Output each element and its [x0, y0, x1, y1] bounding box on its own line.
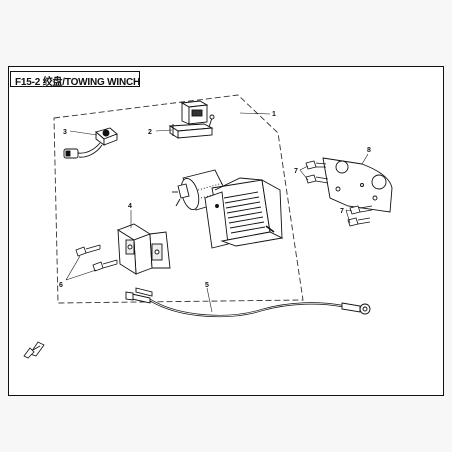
power-cable-part — [125, 287, 371, 318]
leader-5 — [206, 287, 213, 313]
callout-3: 3 — [63, 129, 67, 136]
leader-3 — [69, 130, 98, 136]
leader-7a — [299, 165, 309, 171]
drum-coils — [223, 191, 266, 234]
callout-2: 2 — [148, 129, 152, 136]
bracket-bolts-part — [75, 244, 118, 272]
assembly-dashed-outline — [53, 94, 304, 304]
callout-6: 6 — [59, 282, 63, 289]
callout-1: 1 — [272, 111, 276, 118]
callout-4: 4 — [128, 203, 132, 210]
leader-1 — [239, 112, 271, 115]
bolt-plate-1 — [305, 160, 327, 170]
bolt-plate-4 — [347, 217, 371, 227]
title-box — [10, 71, 140, 87]
leader-6a — [65, 255, 81, 281]
leader-8 — [361, 153, 369, 165]
callout-8: 8 — [367, 147, 371, 154]
bolt-lower — [92, 259, 118, 272]
mount-plate-part — [322, 157, 393, 213]
leader-7d — [345, 209, 351, 224]
callout-7a: 7 — [294, 168, 298, 175]
plate-bolts-part — [305, 160, 373, 227]
diagram-title: F15-2 绞盘/TOWING WINCH — [15, 77, 141, 88]
winch-switch-part — [63, 127, 118, 159]
leader-6b — [65, 269, 97, 281]
corner-logo-icon — [23, 341, 45, 359]
winch-assembly-part — [172, 169, 284, 249]
bolt-plate-2 — [305, 174, 329, 184]
callout-7b: 7 — [340, 208, 344, 215]
leader-7c — [345, 209, 353, 212]
bolt-plate-3 — [349, 205, 373, 215]
leader-7b — [299, 169, 309, 181]
bolt-upper — [75, 244, 101, 257]
callout-5: 5 — [205, 282, 209, 289]
mounting-bracket-part — [116, 223, 171, 275]
leader-2 — [155, 129, 173, 132]
relay-part — [168, 100, 215, 139]
